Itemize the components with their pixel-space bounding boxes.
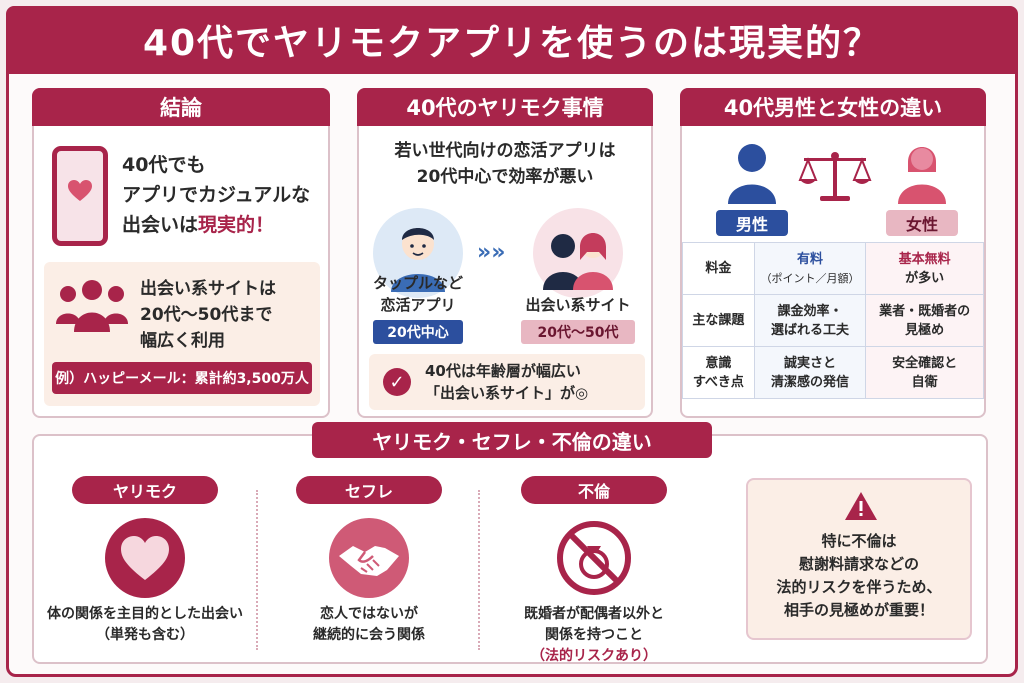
situation-intro: 若い世代向けの恋活アプリは 20代中心で効率が悪い <box>359 138 651 190</box>
male-cell: 有料（ポイント／月額） <box>753 242 867 295</box>
conclusion-line3-prefix: 出会いは <box>122 214 199 236</box>
male-cell: 課金効率・選ばれる工夫 <box>753 294 867 347</box>
situation-heading: 40代のヤリモク事情 <box>357 88 653 126</box>
recommendation-line1: 40代は年齢層が幅広い <box>425 362 581 380</box>
female-icon <box>898 147 946 204</box>
comparison-table: 料金 有料（ポイント／月額） 基本無料が多い 主な課題 課金効率・選ばれる工夫 … <box>682 242 984 399</box>
sefure-column: セフレ 恋人ではないが 継続的に会う関係 <box>264 476 474 656</box>
male-cell: 誠実さと清潔感の発信 <box>753 346 867 399</box>
furin-line3: （法的リスクあり） <box>531 648 657 664</box>
furin-column: 不倫 既婚者が配偶者以外と 関係を持つこと （法的リスクあり） <box>486 476 702 664</box>
gender-heading: 40代男性と女性の違い <box>680 88 986 126</box>
phone-heart-icon <box>52 146 108 246</box>
yarimoku-column: ヤリモク 体の関係を主目的とした出会い （単発も含む） <box>40 476 250 656</box>
couple-icon <box>533 208 623 298</box>
right-age-pill: 20代〜50代 <box>521 320 635 344</box>
row-label: 主な課題 <box>682 294 755 347</box>
differences-heading: ヤリモク・セフレ・不倫の違い <box>312 422 712 458</box>
check-icon: ✓ <box>383 368 411 396</box>
usage-text: 出会い系サイトは 20代〜50代まで 幅広く利用 <box>140 276 315 354</box>
female-cell: 業者・既婚者の見極め <box>865 294 984 347</box>
warning-box: 特に不倫は 慰謝料請求などの 法的リスクを伴うため、 相手の見極めが重要！ <box>746 478 972 640</box>
usage-line3: 幅広く利用 <box>140 331 225 351</box>
sefure-label: セフレ <box>296 476 442 504</box>
usage-line1: 出会い系サイトは <box>140 279 276 299</box>
warning-text: 特に不倫は 慰謝料請求などの 法的リスクを伴うため、 相手の見極めが重要！ <box>748 530 970 622</box>
row-label: 料金 <box>682 242 755 295</box>
conclusion-highlight: 現実的！ <box>198 214 275 236</box>
table-row: 意識すべき点 誠実さと清潔感の発信 安全確認と自衛 <box>682 346 984 399</box>
conclusion-panel: 結論 40代でも アプリでカジュアルな 出会いは現実的！ 出会い系サイトは 20… <box>32 88 330 418</box>
group-icon <box>56 280 128 332</box>
table-row: 料金 有料（ポイント／月額） 基本無料が多い <box>682 242 984 295</box>
left-label-line1: タップルなど <box>373 274 464 292</box>
heart-icon <box>105 518 185 598</box>
column-divider <box>478 490 480 650</box>
right-label: 出会い系サイト <box>525 296 631 314</box>
conclusion-line3: 出会いは現実的！ <box>122 210 322 240</box>
yarimoku-line1: 体の関係を主目的とした出会い <box>47 606 243 622</box>
usage-box: 出会い系サイトは 20代〜50代まで 幅広く利用 例）ハッピーメール：累計約3,… <box>44 262 320 406</box>
gender-panel: 40代男性と女性の違い 男性 女性 料金 有料（ポイント／月額） 基本無料が多い <box>680 88 986 418</box>
recommendation-text: 40代は年齢層が幅広い 「出会い系サイト」が◎ <box>425 360 635 404</box>
gender-figures <box>682 134 984 234</box>
row-label: 意識すべき点 <box>682 346 755 399</box>
example-badge: 例）ハッピーメール：累計約3,500万人 <box>52 362 312 394</box>
female-label: 女性 <box>886 210 958 236</box>
conclusion-text: 40代でも アプリでカジュアルな 出会いは現実的！ <box>122 150 322 240</box>
male-icon <box>728 144 776 204</box>
warning-icon <box>845 492 877 520</box>
arrow-icon: »» <box>477 240 506 265</box>
yarimoku-label: ヤリモク <box>72 476 218 504</box>
usage-line2: 20代〜50代まで <box>140 305 273 325</box>
conclusion-heading: 結論 <box>32 88 330 126</box>
conclusion-line2: アプリでカジュアルな <box>122 184 311 206</box>
sefure-line1: 恋人ではないが <box>320 606 418 622</box>
warning-line4: 相手の見極めが重要！ <box>783 601 934 619</box>
sefure-line2: 継続的に会う関係 <box>313 627 425 643</box>
situation-intro-line2: 20代中心で効率が悪い <box>416 167 594 187</box>
page-title: 40代でヤリモクアプリを使うのは現実的？ <box>142 23 882 64</box>
young-man-icon <box>373 208 463 298</box>
situation-intro-line1: 若い世代向けの恋活アプリは <box>394 141 616 161</box>
warning-line2: 慰謝料請求などの <box>798 555 919 573</box>
title-bar: 40代でヤリモクアプリを使うのは現実的？ <box>6 6 1018 74</box>
left-label-line2: 恋活アプリ <box>380 296 456 314</box>
no-ring-icon <box>554 518 634 598</box>
furin-label: 不倫 <box>521 476 667 504</box>
recommendation-line2: 「出会い系サイト」が◎ <box>425 384 589 402</box>
female-cell: 基本無料が多い <box>865 242 984 295</box>
scale-icon <box>798 152 872 201</box>
column-divider <box>256 490 258 650</box>
furin-line2: 関係を持つこと <box>545 627 643 643</box>
conclusion-line1: 40代でも <box>122 154 206 176</box>
furin-line1: 既婚者が配偶者以外と <box>524 606 664 622</box>
furin-desc: 既婚者が配偶者以外と 関係を持つこと （法的リスクあり） <box>486 604 702 667</box>
handshake-icon <box>329 518 409 598</box>
recommendation-box: ✓ 40代は年齢層が幅広い 「出会い系サイト」が◎ <box>369 354 645 410</box>
differences-panel: ヤリモク・セフレ・不倫の違い ヤリモク 体の関係を主目的とした出会い （単発も含… <box>32 422 988 664</box>
yarimoku-desc: 体の関係を主目的とした出会い （単発も含む） <box>40 604 250 646</box>
table-row: 主な課題 課金効率・選ばれる工夫 業者・既婚者の見極め <box>682 294 984 347</box>
yarimoku-line2: （単発も含む） <box>96 627 194 643</box>
left-age-pill: 20代中心 <box>373 320 463 344</box>
left-label: タップルなど 恋活アプリ <box>373 272 463 316</box>
warning-line3: 法的リスクを伴うため、 <box>776 578 942 596</box>
male-label: 男性 <box>716 210 788 236</box>
situation-panel: 40代のヤリモク事情 若い世代向けの恋活アプリは 20代中心で効率が悪い »» … <box>357 88 653 418</box>
warning-line1: 特に不倫は <box>821 532 897 550</box>
sefure-desc: 恋人ではないが 継続的に会う関係 <box>264 604 474 646</box>
female-cell: 安全確認と自衛 <box>865 346 984 399</box>
